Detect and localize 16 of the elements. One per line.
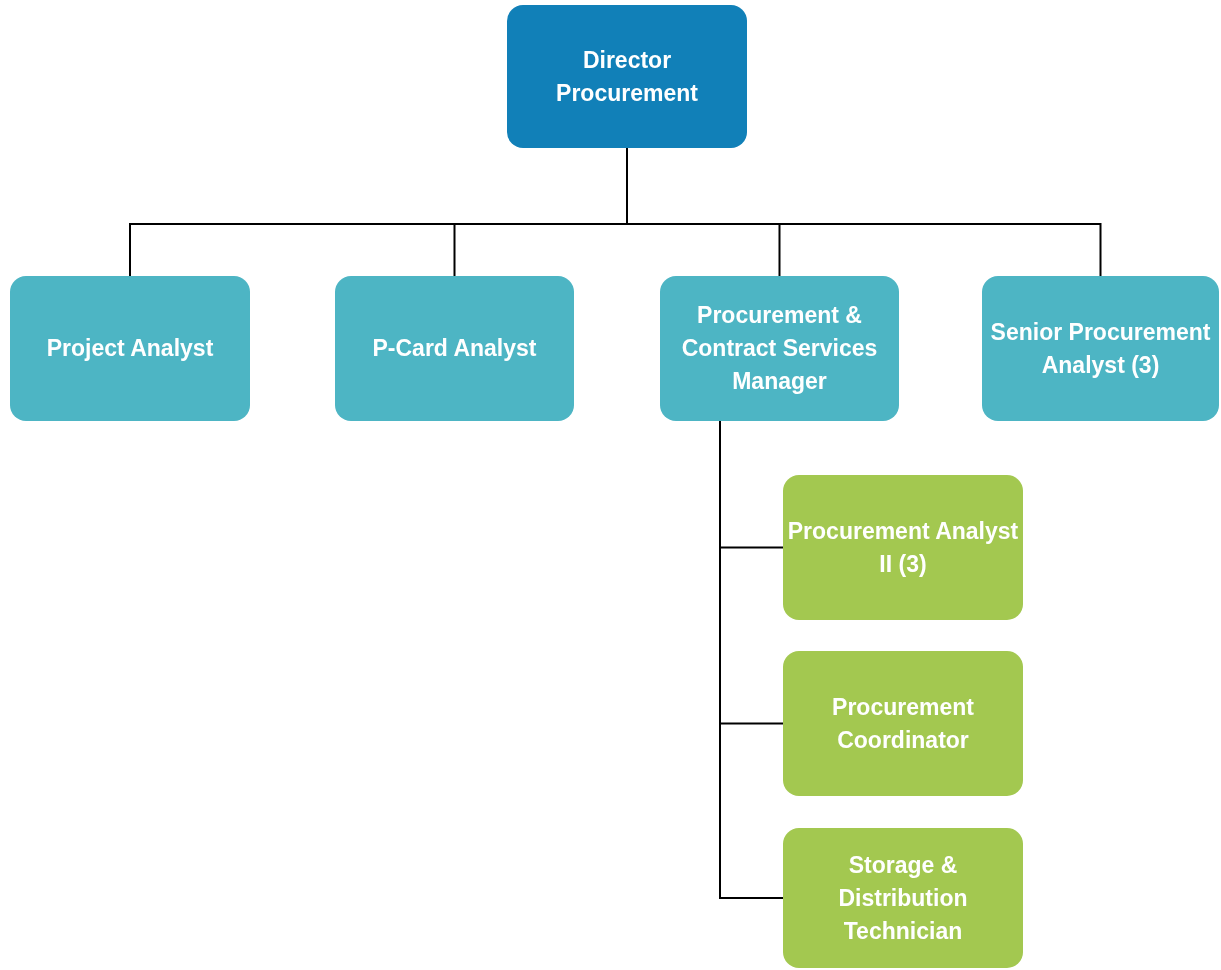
role-box (982, 276, 1219, 421)
role-box (507, 5, 747, 148)
role-title: Director Procurement (555, 45, 699, 108)
role-box (783, 651, 1023, 796)
role-box (10, 276, 250, 421)
role-title: P-Card Analyst (372, 334, 537, 363)
role-box (783, 828, 1023, 968)
role-title: Project Analyst (46, 334, 214, 363)
role-box (335, 276, 574, 421)
role-title: Procurement & Contract Services Manager (680, 301, 879, 396)
role-title: Procurement Analyst II (3) (787, 516, 1019, 579)
role-box (783, 475, 1023, 620)
role-title: Senior Procurement Analyst (3) (989, 317, 1212, 380)
role-box (660, 276, 899, 421)
role-title: Procurement Coordinator (831, 692, 975, 755)
role-title: Storage & Distribution Technician (837, 850, 969, 946)
